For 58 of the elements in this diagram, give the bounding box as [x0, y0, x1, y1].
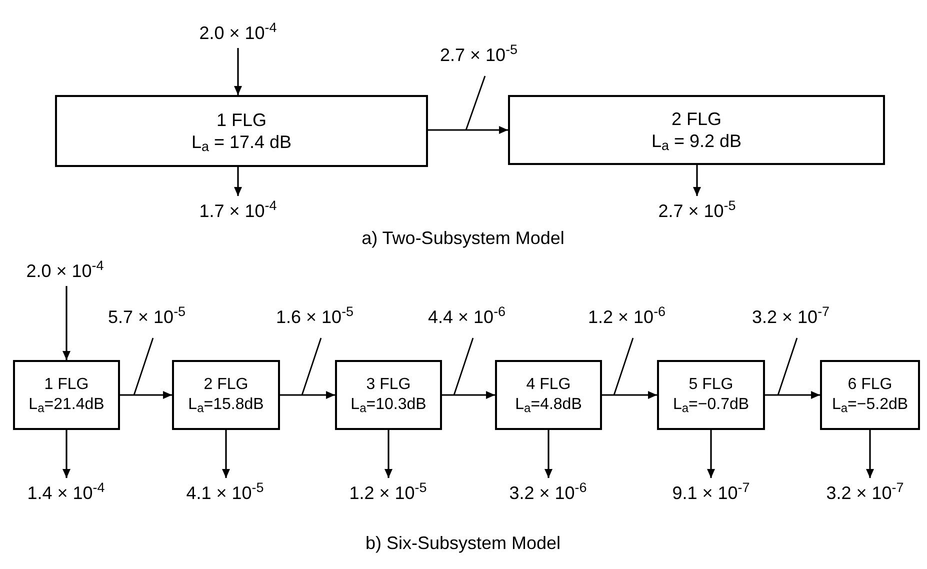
attenuation-text: L$_{a}$=−0.7dB — [672, 395, 750, 415]
arrow — [765, 391, 820, 399]
attenuation-text: L$_{a}$=21.4dB — [28, 395, 104, 415]
arrow — [384, 430, 392, 478]
subsystem-box — [55, 95, 428, 167]
value-text: 3.2 × 10$^{-6}$ — [493, 478, 603, 508]
arrow — [280, 391, 335, 399]
arrow — [866, 430, 874, 478]
attenuation-text: L$_{a}$ = 17.4 dB — [191, 131, 292, 154]
subsystem-box — [820, 360, 920, 430]
arrow — [62, 286, 70, 360]
value-text: 1.4 × 10$^{-4}$ — [11, 478, 121, 508]
value-text: 4.1 × 10$^{-5}$ — [170, 478, 280, 508]
arrow — [442, 391, 495, 399]
edge-label: 4.4 × 10$^{-6}$ — [428, 308, 506, 326]
caption: a) Two-Subsystem Model — [360, 227, 566, 250]
attenuation-text: L$_{a}$=15.8dB — [188, 395, 264, 415]
value-text: 2.0 × 10$^{-4}$ — [178, 18, 298, 48]
edge-label: 1.2 × 10$^{-6}$ — [588, 308, 666, 326]
subsystem-box — [657, 360, 765, 430]
attenuation-text: L$_{a}$=−5.2dB — [832, 395, 908, 415]
value-text: 2.7 × 10$^{-5}$ — [637, 196, 757, 226]
box-title: 4 FLG — [526, 375, 571, 395]
arrow — [222, 430, 230, 478]
arrow — [428, 126, 508, 134]
edge-label: 5.7 × 10$^{-5}$ — [108, 308, 186, 326]
arrow — [120, 391, 172, 399]
edge-label: 2.7 × 10$^{-5}$ — [440, 46, 518, 64]
box-title: 3 FLG — [366, 375, 411, 395]
arrow — [602, 391, 657, 399]
box-title: 1 FLG — [44, 375, 89, 395]
box-title: 5 FLG — [688, 375, 734, 395]
subsystem-box — [172, 360, 280, 430]
arrow — [693, 165, 701, 196]
subsystem-box — [13, 360, 120, 430]
arrow — [544, 430, 552, 478]
box-title: 6 FLG — [848, 375, 892, 395]
arrow — [234, 48, 242, 95]
subsystem-box — [508, 95, 885, 165]
caption: b) Six-Subsystem Model — [364, 532, 562, 555]
arrow — [234, 167, 242, 196]
subsystem-box — [495, 360, 602, 430]
box-title: 1 FLG — [216, 108, 267, 131]
box-title: 2 FLG — [204, 375, 248, 395]
edge-label: 1.6 × 10$^{-5}$ — [276, 308, 354, 326]
value-text: 1.2 × 10$^{-5}$ — [333, 478, 443, 508]
value-text: 1.7 × 10$^{-4}$ — [178, 196, 298, 226]
attenuation-text: L$_{a}$=4.8dB — [515, 395, 582, 415]
value-text: 2.0 × 10$^{-4}$ — [5, 256, 125, 286]
value-text: 9.1 × 10$^{-7}$ — [656, 478, 766, 508]
edge-label: 3.2 × 10$^{-7}$ — [752, 308, 830, 326]
arrow — [62, 430, 70, 478]
arrow — [707, 430, 715, 478]
box-title: 2 FLG — [671, 108, 722, 130]
attenuation-text: L$_{a}$ = 9.2 dB — [651, 130, 742, 152]
value-text: 3.2 × 10$^{-7}$ — [810, 478, 920, 508]
attenuation-text: L$_{a}$=10.3dB — [350, 395, 426, 415]
subsystem-box — [335, 360, 442, 430]
